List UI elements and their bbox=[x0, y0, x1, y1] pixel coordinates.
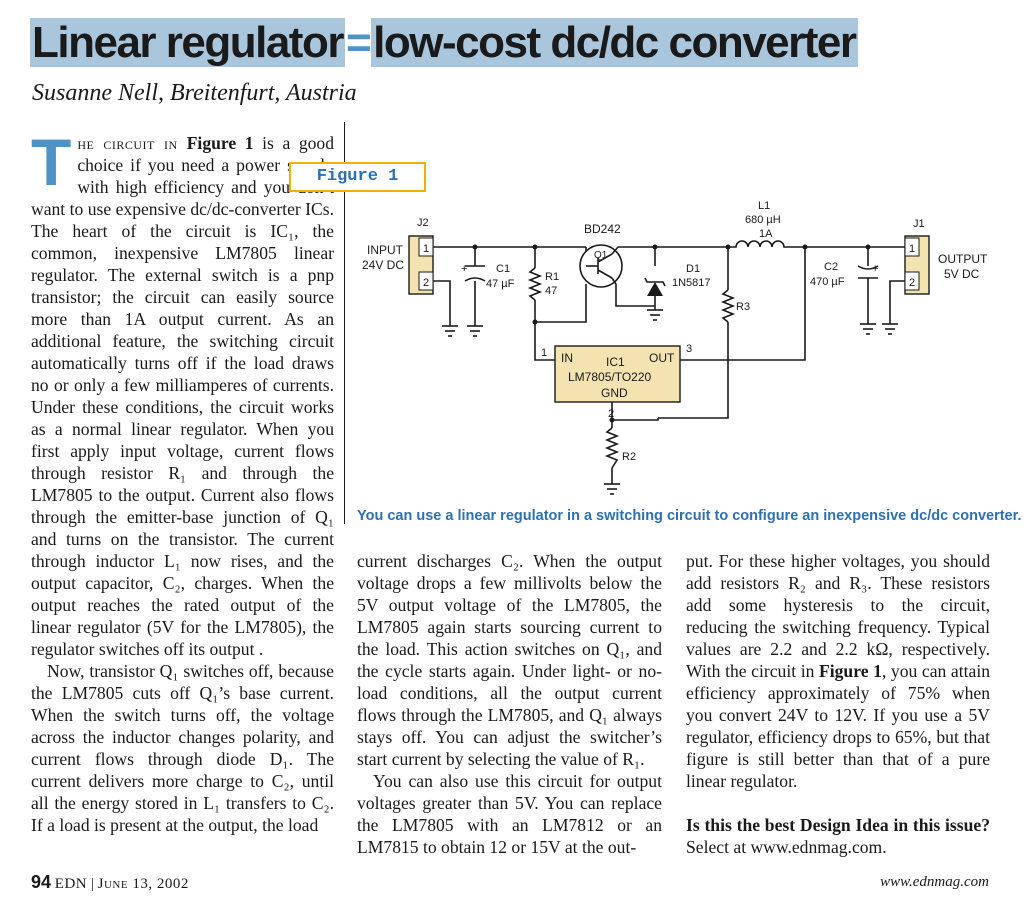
l1-name: L1 bbox=[758, 200, 770, 212]
c1-value: 47 µF bbox=[486, 278, 515, 290]
output-label-1: OUTPUT bbox=[938, 252, 988, 266]
j1-pin1: 1 bbox=[909, 243, 915, 255]
ic-pin3: 3 bbox=[686, 343, 692, 355]
ic-name: IC1 bbox=[606, 355, 625, 369]
j1-label: J1 bbox=[913, 218, 925, 230]
j2-label: J2 bbox=[417, 217, 429, 229]
transistor-q1: BD242 Q1 bbox=[579, 222, 623, 288]
paragraph-4: You can also use this circuit for output… bbox=[357, 771, 662, 857]
d1-name: D1 bbox=[686, 263, 700, 275]
lead-smallcaps: he circuit in bbox=[77, 133, 187, 153]
text-column-2: current discharges C₂. When the output v… bbox=[357, 550, 662, 858]
cta-text: Select at www.ednmag.com. bbox=[686, 837, 887, 857]
paragraph-2: Now, transistor Q₁ switches off, because… bbox=[31, 661, 334, 835]
drop-cap: T bbox=[31, 125, 72, 199]
footer-page-info: 94 EDN | June 13, 2002 bbox=[31, 872, 189, 892]
figure-reference: Figure 1 bbox=[186, 133, 254, 153]
figure-caption: You can use a linear regulator in a swit… bbox=[357, 508, 1022, 524]
journal-name: EDN bbox=[54, 876, 88, 892]
paragraph-1-text: is a good choice if you need a power sup… bbox=[31, 133, 335, 659]
issue-date: June 13, 2002 bbox=[97, 876, 189, 892]
resistor-r1: R1 47 bbox=[527, 267, 559, 301]
r2-name: R2 bbox=[622, 451, 636, 463]
ic-pin1: 1 bbox=[541, 347, 547, 359]
capacitor-c2: + C2 470 µF bbox=[810, 261, 878, 288]
text-column-3: put. For these higher voltages, you shou… bbox=[686, 550, 990, 858]
resistor-r3: R3 bbox=[720, 289, 750, 323]
junction-dots bbox=[472, 244, 871, 423]
resistor-r2: R2 bbox=[604, 427, 636, 469]
input-label-1: INPUT bbox=[367, 243, 404, 257]
connector-j2: J2 1 2 INPUT 24V DC bbox=[362, 217, 434, 295]
svg-text:+: + bbox=[461, 263, 467, 275]
ic-out: OUT bbox=[649, 351, 675, 365]
column-divider bbox=[344, 122, 345, 524]
q1-part: BD242 bbox=[584, 222, 621, 236]
svg-text:+: + bbox=[872, 263, 878, 275]
d1-part: 1N5817 bbox=[672, 277, 711, 289]
r1-value: 47 bbox=[545, 285, 557, 297]
q1-name: Q1 bbox=[594, 250, 608, 261]
article-title: Linear regulator=low-cost dc/dc converte… bbox=[30, 15, 858, 71]
ic-pin2: 2 bbox=[608, 408, 614, 420]
ground-symbols bbox=[442, 309, 898, 495]
j2-pin1: 1 bbox=[423, 243, 429, 255]
ic-gnd: GND bbox=[601, 386, 628, 400]
title-part-1: Linear regulator bbox=[30, 18, 345, 67]
page-number: 94 bbox=[31, 872, 52, 892]
j1-pin2: 2 bbox=[909, 277, 915, 289]
cta-bold: Is this the best Design Idea in this iss… bbox=[686, 815, 990, 835]
circuit-schematic: J2 1 2 INPUT 24V DC bbox=[362, 200, 988, 495]
title-equals: = bbox=[345, 18, 372, 67]
ic-in: IN bbox=[561, 351, 573, 365]
paragraph-3: current discharges C₂. When the output v… bbox=[357, 551, 662, 769]
l1-current: 1A bbox=[759, 228, 773, 240]
call-to-action: Is this the best Design Idea in this iss… bbox=[686, 814, 990, 858]
capacitor-c1: + C1 47 µF bbox=[461, 263, 515, 290]
r3-name: R3 bbox=[736, 301, 750, 313]
regulator-ic1: 1 3 2 IN IC1 OUT LM7805/TO220 GND bbox=[541, 343, 692, 420]
j2-pin2: 2 bbox=[423, 277, 429, 289]
c2-name: C2 bbox=[824, 261, 838, 273]
ic-part: LM7805/TO220 bbox=[568, 370, 651, 384]
inductor-l1: L1 680 µH 1A bbox=[728, 200, 790, 248]
figure-reference-2: Figure 1 bbox=[819, 661, 882, 681]
footer-url[interactable]: www.ednmag.com bbox=[880, 874, 989, 890]
diode-d1: D1 1N5817 bbox=[644, 263, 711, 296]
connector-j1: J1 1 2 OUTPUT 5V DC bbox=[904, 218, 988, 295]
r1-name: R1 bbox=[545, 271, 559, 283]
figure-label: Figure 1 bbox=[289, 162, 426, 192]
output-label-2: 5V DC bbox=[944, 267, 980, 281]
paragraph-5: put. For these higher voltages, you shou… bbox=[686, 551, 991, 791]
title-part-2: low-cost dc/dc converter bbox=[371, 18, 858, 67]
l1-value: 680 µH bbox=[745, 214, 781, 226]
author-byline: Susanne Nell, Breitenfurt, Austria bbox=[32, 80, 357, 106]
input-label-2: 24V DC bbox=[362, 258, 404, 272]
c1-name: C1 bbox=[496, 263, 510, 275]
c2-value: 470 µF bbox=[810, 276, 845, 288]
